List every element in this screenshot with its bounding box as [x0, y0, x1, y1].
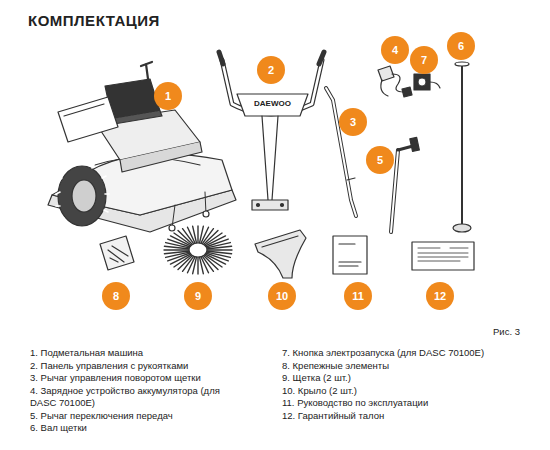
handle-panel	[219, 52, 324, 210]
wing	[255, 230, 306, 278]
callout-number-text: 8	[102, 282, 130, 310]
callout-number: 7	[410, 46, 438, 74]
parts-list-left: 1. Подметальная машина2. Панель управлен…	[30, 347, 228, 435]
brush-shaft	[453, 62, 471, 232]
parts-list-item: 4. Зарядное устройство аккумулятора (для…	[30, 385, 228, 410]
callout-number-text: 6	[447, 32, 475, 60]
fasteners-bag	[100, 236, 134, 270]
callout-number: 4	[381, 36, 409, 64]
brand-logo: DAEWOO	[245, 99, 300, 108]
parts-list-item: 2. Панель управления с рукоятками	[30, 360, 228, 373]
callout-number: 6	[447, 32, 475, 60]
callout-number-text: 5	[366, 146, 394, 174]
parts-list-right: 7. Кнопка электрозапуска (для DASC 70100…	[282, 347, 532, 422]
parts-list-item: 6. Вал щетки	[30, 422, 228, 435]
callout-number-text: 4	[381, 36, 409, 64]
start-button	[414, 74, 440, 90]
callout-number: 11	[344, 282, 372, 310]
callout-number: 8	[102, 282, 130, 310]
callout-number: 5	[366, 146, 394, 174]
callout-number-text: 10	[268, 282, 296, 310]
sweeper-machine	[48, 62, 236, 232]
callout-number: 9	[184, 282, 212, 310]
parts-list-item: 12. Гарантийный талон	[282, 410, 532, 423]
callout-number-text: 11	[344, 282, 372, 310]
battery-charger	[378, 66, 412, 97]
gear-lever	[391, 137, 419, 232]
parts-list-item: 5. Рычаг переключения передач	[30, 410, 228, 423]
parts-list-item: 9. Щетка (2 шт.)	[282, 372, 532, 385]
turn-lever	[326, 88, 356, 216]
parts-list-item: 7. Кнопка электрозапуска (для DASC 70100…	[282, 347, 532, 360]
callout-number-text: 2	[257, 56, 285, 84]
brush	[164, 226, 232, 274]
warranty-card	[412, 242, 474, 270]
callout-number: 1	[154, 82, 182, 110]
parts-list-item: 11. Руководство по эксплуатации	[282, 397, 532, 410]
callout-number: 2	[257, 56, 285, 84]
callout-number-text: 1	[154, 82, 182, 110]
parts-list-item: 3. Рычаг управления поворотом щетки	[30, 372, 228, 385]
page-title: КОМПЛЕКТАЦИЯ	[28, 12, 160, 29]
figure-number: Рис. 3	[440, 326, 520, 337]
parts-list-item: 1. Подметальная машина	[30, 347, 228, 360]
callout-number-text: 9	[184, 282, 212, 310]
callout-number-text: 12	[426, 282, 454, 310]
callout-number: 10	[268, 282, 296, 310]
callout-number: 12	[426, 282, 454, 310]
callout-number-text: 3	[339, 108, 367, 136]
parts-list-item: 8. Крепежные элементы	[282, 360, 532, 373]
parts-list-item: 10. Крыло (2 шт.)	[282, 385, 532, 398]
manual	[333, 236, 367, 274]
callout-number-text: 7	[410, 46, 438, 74]
callout-number: 3	[339, 108, 367, 136]
